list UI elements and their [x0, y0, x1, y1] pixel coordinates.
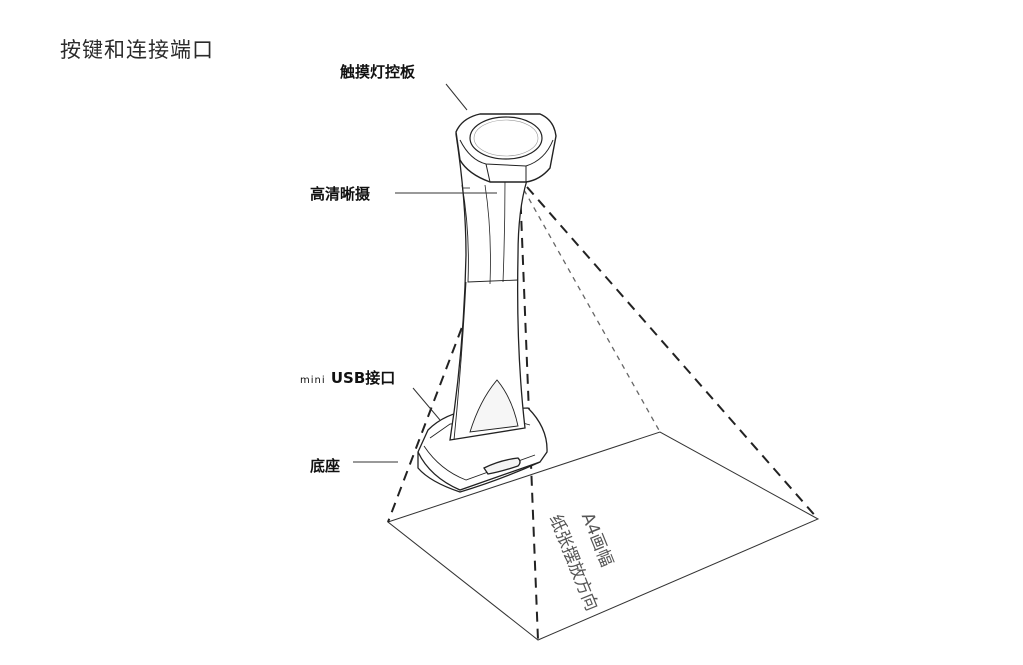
base-label: 底座: [310, 457, 341, 475]
fov-line-right: [526, 186, 819, 520]
mini-usb-suffix: USB接口: [330, 369, 396, 387]
mini-usb-prefix: mini: [300, 375, 326, 386]
device-column: [449, 133, 541, 441]
device-head: [455, 113, 557, 183]
mini-usb-label: mini USB接口: [300, 367, 395, 388]
page-title: 按键和连接端口: [60, 38, 214, 62]
touch-panel-circle: [469, 116, 543, 160]
hd-camera-label: 高清晰摄: [310, 185, 371, 203]
field-of-view-lines: [387, 184, 819, 641]
leader-touch-panel: [445, 83, 468, 111]
touch-panel-label: 触摸灯控板: [340, 63, 416, 81]
paper-area-outline: [386, 431, 820, 641]
fov-line-back: [523, 189, 661, 433]
callout-leaders: [353, 83, 497, 463]
leader-usb: [412, 387, 441, 421]
